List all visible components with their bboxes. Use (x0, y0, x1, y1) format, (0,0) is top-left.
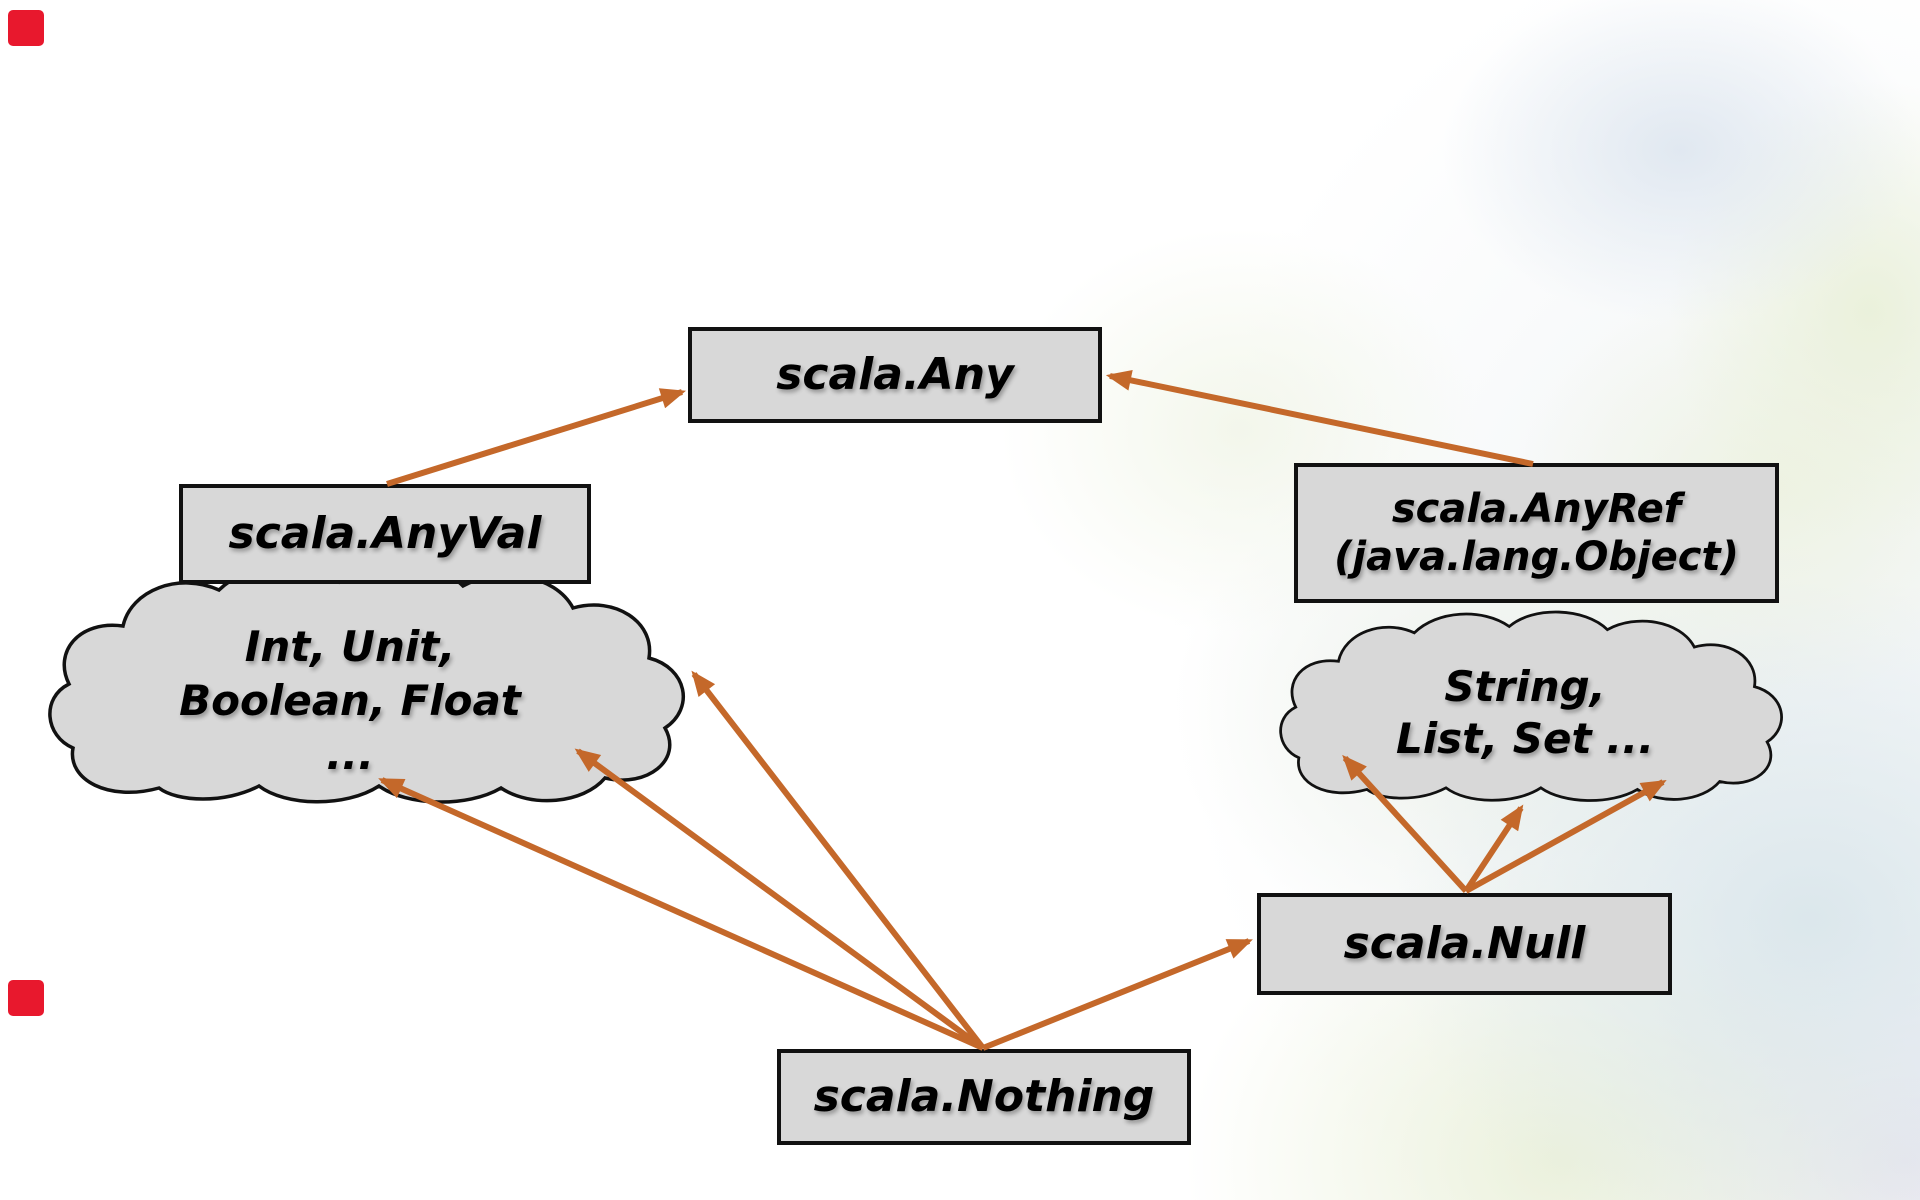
value-types-line-2: Boolean, Float (179, 676, 521, 725)
node-scala-nothing-label: scala.Nothing (813, 1070, 1155, 1122)
node-scala-any: scala.Any (688, 327, 1102, 423)
reference-types-line-1: String, (1444, 662, 1606, 711)
value-types-cloud-text: Int, Unit, Boolean, Float ... (60, 620, 640, 782)
edge-null-to-refcloud-2 (1463, 804, 1524, 893)
node-scala-null-label: scala.Null (1343, 917, 1586, 969)
node-scala-anyval-label: scala.AnyVal (228, 507, 542, 559)
node-scala-null: scala.Null (1257, 893, 1672, 995)
value-types-line-1: Int, Unit, (244, 622, 456, 671)
edge-anyval-to-any (386, 388, 687, 487)
edge-nothing-to-valuecloud-2 (574, 748, 985, 1051)
red-corner-mark-bottom (8, 980, 44, 1016)
value-types-line-3: ... (326, 730, 374, 779)
value-types-cloud (48, 561, 685, 804)
node-scala-anyref-label-line1: scala.AnyRef (1391, 486, 1682, 532)
edge-null-to-refcloud-3 (1464, 779, 1667, 894)
edge-null-to-refcloud-1 (1342, 754, 1469, 894)
edge-nothing-to-valuecloud-1 (378, 777, 985, 1051)
node-scala-any-label: scala.Any (776, 348, 1014, 400)
node-scala-anyref: scala.AnyRef (java.lang.Object) (1294, 463, 1779, 603)
reference-types-cloud (1279, 610, 1783, 802)
node-scala-nothing: scala.Nothing (777, 1049, 1191, 1145)
red-corner-mark-top (8, 10, 44, 46)
reference-types-line-2: List, Set ... (1395, 714, 1655, 763)
edge-nothing-to-null (981, 938, 1253, 1051)
edge-nothing-to-valuecloud-3 (691, 670, 986, 1050)
node-scala-anyref-label-line2: (java.lang.Object) (1334, 534, 1739, 580)
reference-types-cloud-text: String, List, Set ... (1280, 661, 1770, 765)
node-scala-anyval: scala.AnyVal (179, 484, 591, 584)
edge-anyref-to-any (1105, 369, 1534, 467)
